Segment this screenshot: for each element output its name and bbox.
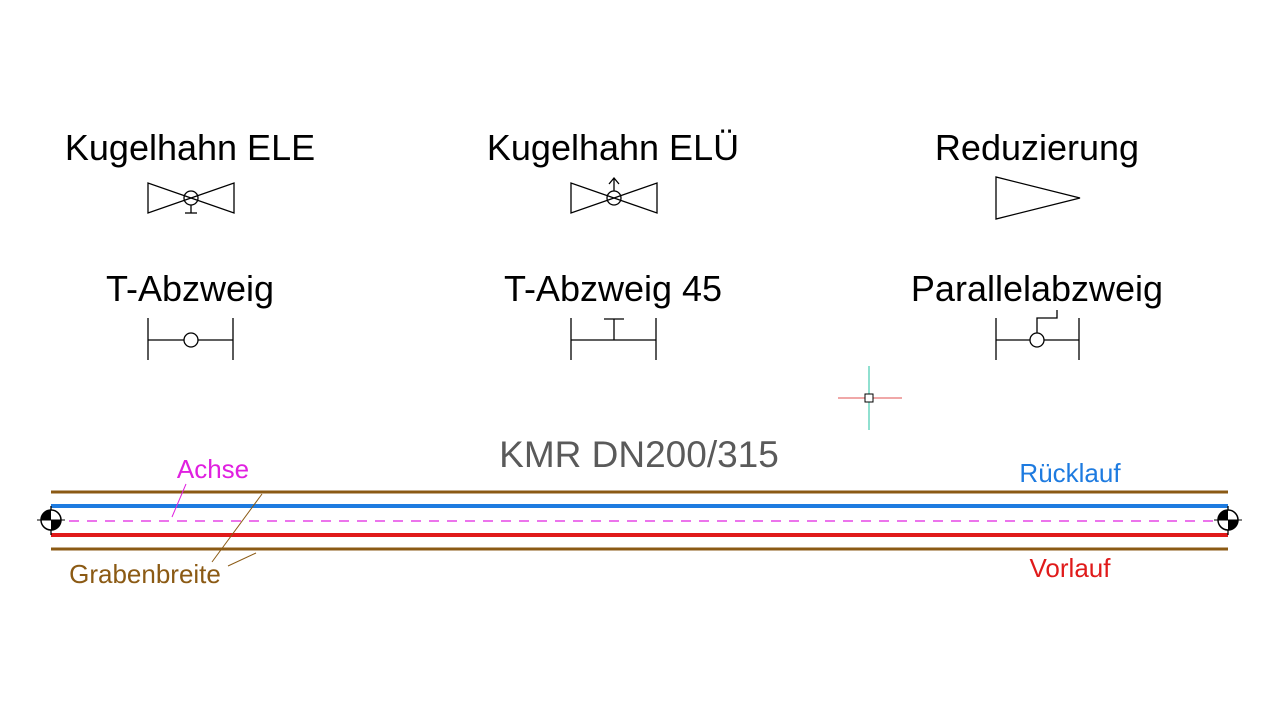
t-abzweig-label: T-Abzweig bbox=[106, 268, 274, 309]
kugelhahn-elu-label: Kugelhahn ELÜ bbox=[487, 127, 739, 168]
crosshair-cursor-icon bbox=[838, 366, 902, 430]
t-abzweig-symbol bbox=[147, 318, 234, 360]
grabenbreite-label: Grabenbreite bbox=[69, 559, 221, 589]
end-marker-icon bbox=[1214, 509, 1242, 531]
vorlauf-label: Vorlauf bbox=[1030, 553, 1112, 583]
achse-label: Achse bbox=[177, 454, 249, 484]
parallelabzweig-label: Parallelabzweig bbox=[911, 268, 1163, 309]
grabenbreite-leader-line bbox=[227, 552, 257, 567]
kugelhahn-ele-label: Kugelhahn ELE bbox=[65, 127, 315, 168]
t-abzweig-45-symbol bbox=[570, 318, 657, 360]
parallelabzweig-symbol bbox=[995, 310, 1080, 360]
kugelhahn-ele-symbol bbox=[147, 182, 235, 214]
pipe-title: KMR DN200/315 bbox=[499, 434, 779, 475]
grabenbreite-leader-line bbox=[211, 493, 263, 563]
reduzierung-symbol bbox=[995, 176, 1081, 220]
kugelhahn-elu-symbol bbox=[570, 176, 658, 214]
end-marker-icon bbox=[37, 509, 65, 531]
reduzierung-label: Reduzierung bbox=[935, 127, 1139, 168]
ruecklauf-label: Rücklauf bbox=[1019, 458, 1121, 488]
t-abzweig-45-label: T-Abzweig 45 bbox=[504, 268, 722, 309]
achse-leader-line bbox=[171, 483, 187, 518]
